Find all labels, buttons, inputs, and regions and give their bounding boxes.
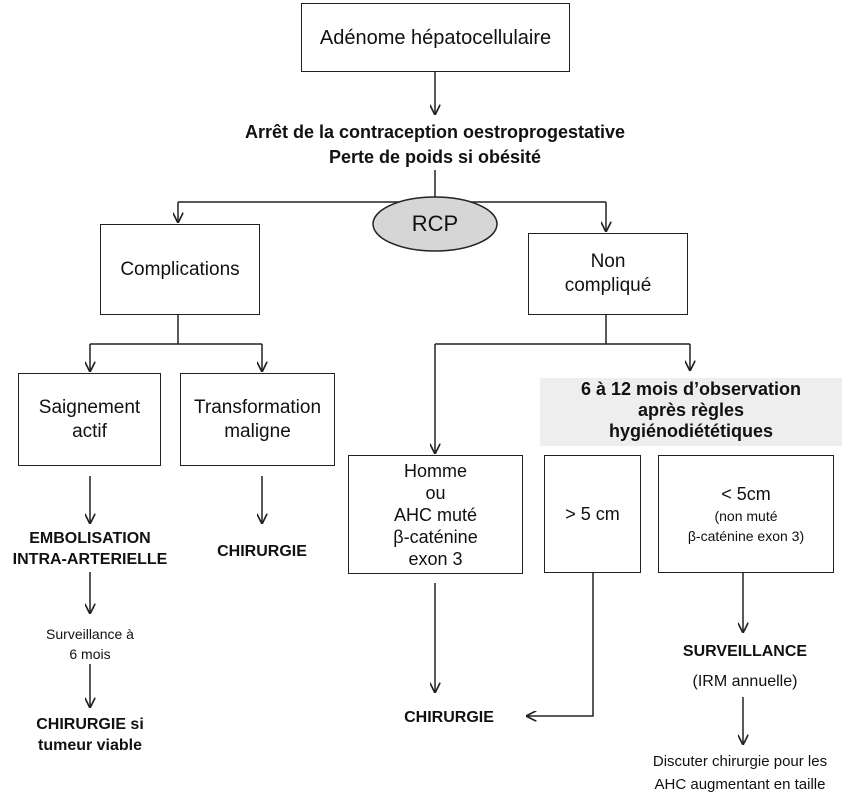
small-line2: (non muté bbox=[714, 507, 778, 524]
surgery-if-line1: CHIRURGIE si bbox=[36, 716, 144, 733]
rcp-label: RCP bbox=[411, 211, 459, 236]
small-box: < 5cm (non muté β-caténine exon 3) bbox=[658, 455, 834, 573]
mri-text: (IRM annuelle) bbox=[692, 673, 798, 690]
observation-background bbox=[540, 378, 842, 446]
malignant-line1: Transformation bbox=[193, 396, 322, 418]
embolisation-line2: INTRA-ARTERIELLE bbox=[12, 551, 168, 568]
first-step-line1: Arrêt de la contraception oestroprogesta… bbox=[244, 122, 626, 142]
man-line5: exon 3 bbox=[408, 548, 463, 569]
complications-box: Complications bbox=[100, 224, 260, 315]
man-box: Homme ou AHC muté β-caténine exon 3 bbox=[348, 455, 523, 574]
observation-line2: après règles bbox=[637, 400, 745, 420]
malignant-line2: maligne bbox=[224, 420, 291, 442]
rcp-ellipse bbox=[372, 196, 498, 252]
root-label: Adénome hépatocellulaire bbox=[319, 26, 552, 49]
discuss-text: Discuter chirurgie pour les AHC augmenta… bbox=[630, 750, 850, 796]
non-complique-line2: compliqué bbox=[564, 275, 652, 296]
bleeding-box: Saignement actif bbox=[18, 373, 161, 466]
followup-text: Surveillance à 6 mois bbox=[15, 624, 165, 664]
man-line1: Homme bbox=[403, 460, 467, 481]
large-label: > 5 cm bbox=[565, 504, 620, 524]
observation-line3: hygiénodiététiques bbox=[608, 421, 774, 441]
embolisation-line1: EMBOLISATION bbox=[29, 530, 151, 547]
small-line3: β-caténine exon 3) bbox=[687, 527, 805, 544]
bleeding-line1: Saignement bbox=[38, 396, 141, 418]
surgery-if-text: CHIRURGIE si tumeur viable bbox=[10, 714, 170, 756]
small-line1: < 5cm bbox=[721, 483, 771, 504]
observation-text: 6 à 12 mois d’observation après règles h… bbox=[540, 379, 842, 442]
followup-line2: 6 mois bbox=[69, 646, 111, 662]
first-step-text: Arrêt de la contraception oestroprogesta… bbox=[175, 121, 695, 168]
embolisation-text: EMBOLISATION INTRA-ARTERIELLE bbox=[0, 528, 180, 570]
followup-line1: Surveillance à bbox=[46, 626, 134, 642]
discuss-line1: Discuter chirurgie pour les bbox=[652, 753, 828, 770]
arrow-large-to-surgery bbox=[527, 573, 594, 716]
first-step-line2: Perte de poids si obésité bbox=[328, 147, 542, 167]
large-box: > 5 cm bbox=[544, 455, 641, 573]
complications-label: Complications bbox=[120, 258, 240, 280]
non-complique-line1: Non bbox=[590, 251, 626, 272]
man-line4: β-caténine bbox=[393, 526, 478, 547]
man-line3: AHC muté bbox=[393, 504, 478, 525]
malignant-box: Transformation maligne bbox=[180, 373, 335, 466]
observation-line1: 6 à 12 mois d’observation bbox=[580, 379, 802, 399]
root-box: Adénome hépatocellulaire bbox=[301, 3, 570, 72]
discuss-line2: AHC augmentant en taille bbox=[654, 776, 826, 793]
surgery-left-text: CHIRURGIE bbox=[217, 543, 307, 560]
man-line2: ou bbox=[425, 482, 446, 503]
surgery-right-text: CHIRURGIE bbox=[404, 709, 494, 726]
monitoring-text: SURVEILLANCE bbox=[682, 643, 808, 660]
bleeding-line2: actif bbox=[72, 420, 107, 442]
non-complique-box: Non compliqué bbox=[528, 233, 688, 315]
surgery-if-line2: tumeur viable bbox=[37, 737, 143, 754]
